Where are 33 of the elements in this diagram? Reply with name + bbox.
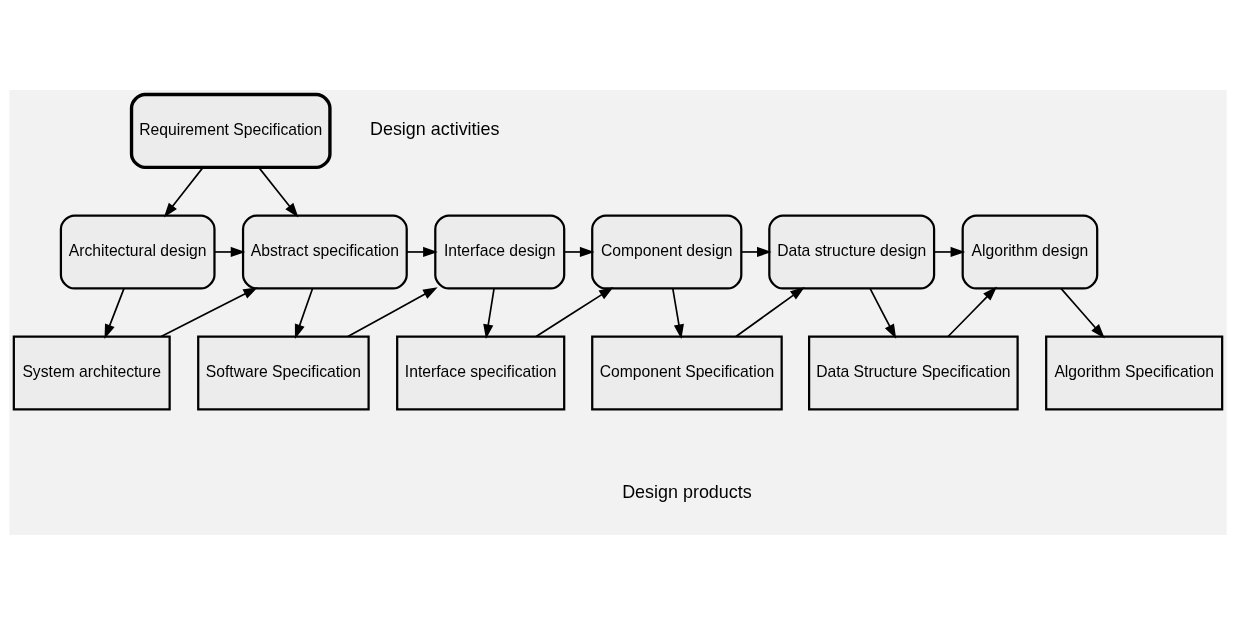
node-box: System architecture: [12, 335, 171, 411]
node-box: Interface specification: [396, 335, 566, 411]
arrow: [483, 287, 495, 340]
arrow: [933, 246, 966, 258]
node-box: Algorithm design: [961, 214, 1099, 290]
node-box: Component Specification: [591, 335, 783, 411]
arrow: [740, 246, 772, 258]
node-box: Abstract specification: [241, 214, 408, 290]
node-box: Data structure design: [768, 214, 936, 290]
arrow: [163, 166, 204, 218]
node-box: Interface design: [434, 214, 566, 290]
node-box: Software Specification: [197, 335, 370, 411]
arrow: [671, 287, 684, 339]
arrow: [214, 246, 246, 258]
node-box: Requirement Specification: [129, 92, 332, 169]
arrow: [294, 287, 314, 339]
node-box: Architectural design: [59, 214, 216, 290]
node-box: Component design: [591, 214, 743, 290]
arrow: [347, 287, 438, 338]
arrow: [947, 286, 998, 338]
arrow: [406, 246, 438, 258]
arrow: [160, 287, 258, 338]
node-box: Data Structure Specification: [808, 335, 1019, 411]
node-box: Algorithm Specification: [1045, 335, 1224, 411]
arrow: [535, 287, 614, 338]
arrow: [1060, 287, 1105, 339]
arrow: [735, 286, 805, 338]
arrow: [104, 287, 125, 339]
label: Design activities: [369, 119, 500, 140]
label: Design products: [622, 482, 752, 503]
arrow: [257, 166, 299, 218]
arrow: [563, 246, 595, 258]
arrow: [869, 287, 897, 339]
